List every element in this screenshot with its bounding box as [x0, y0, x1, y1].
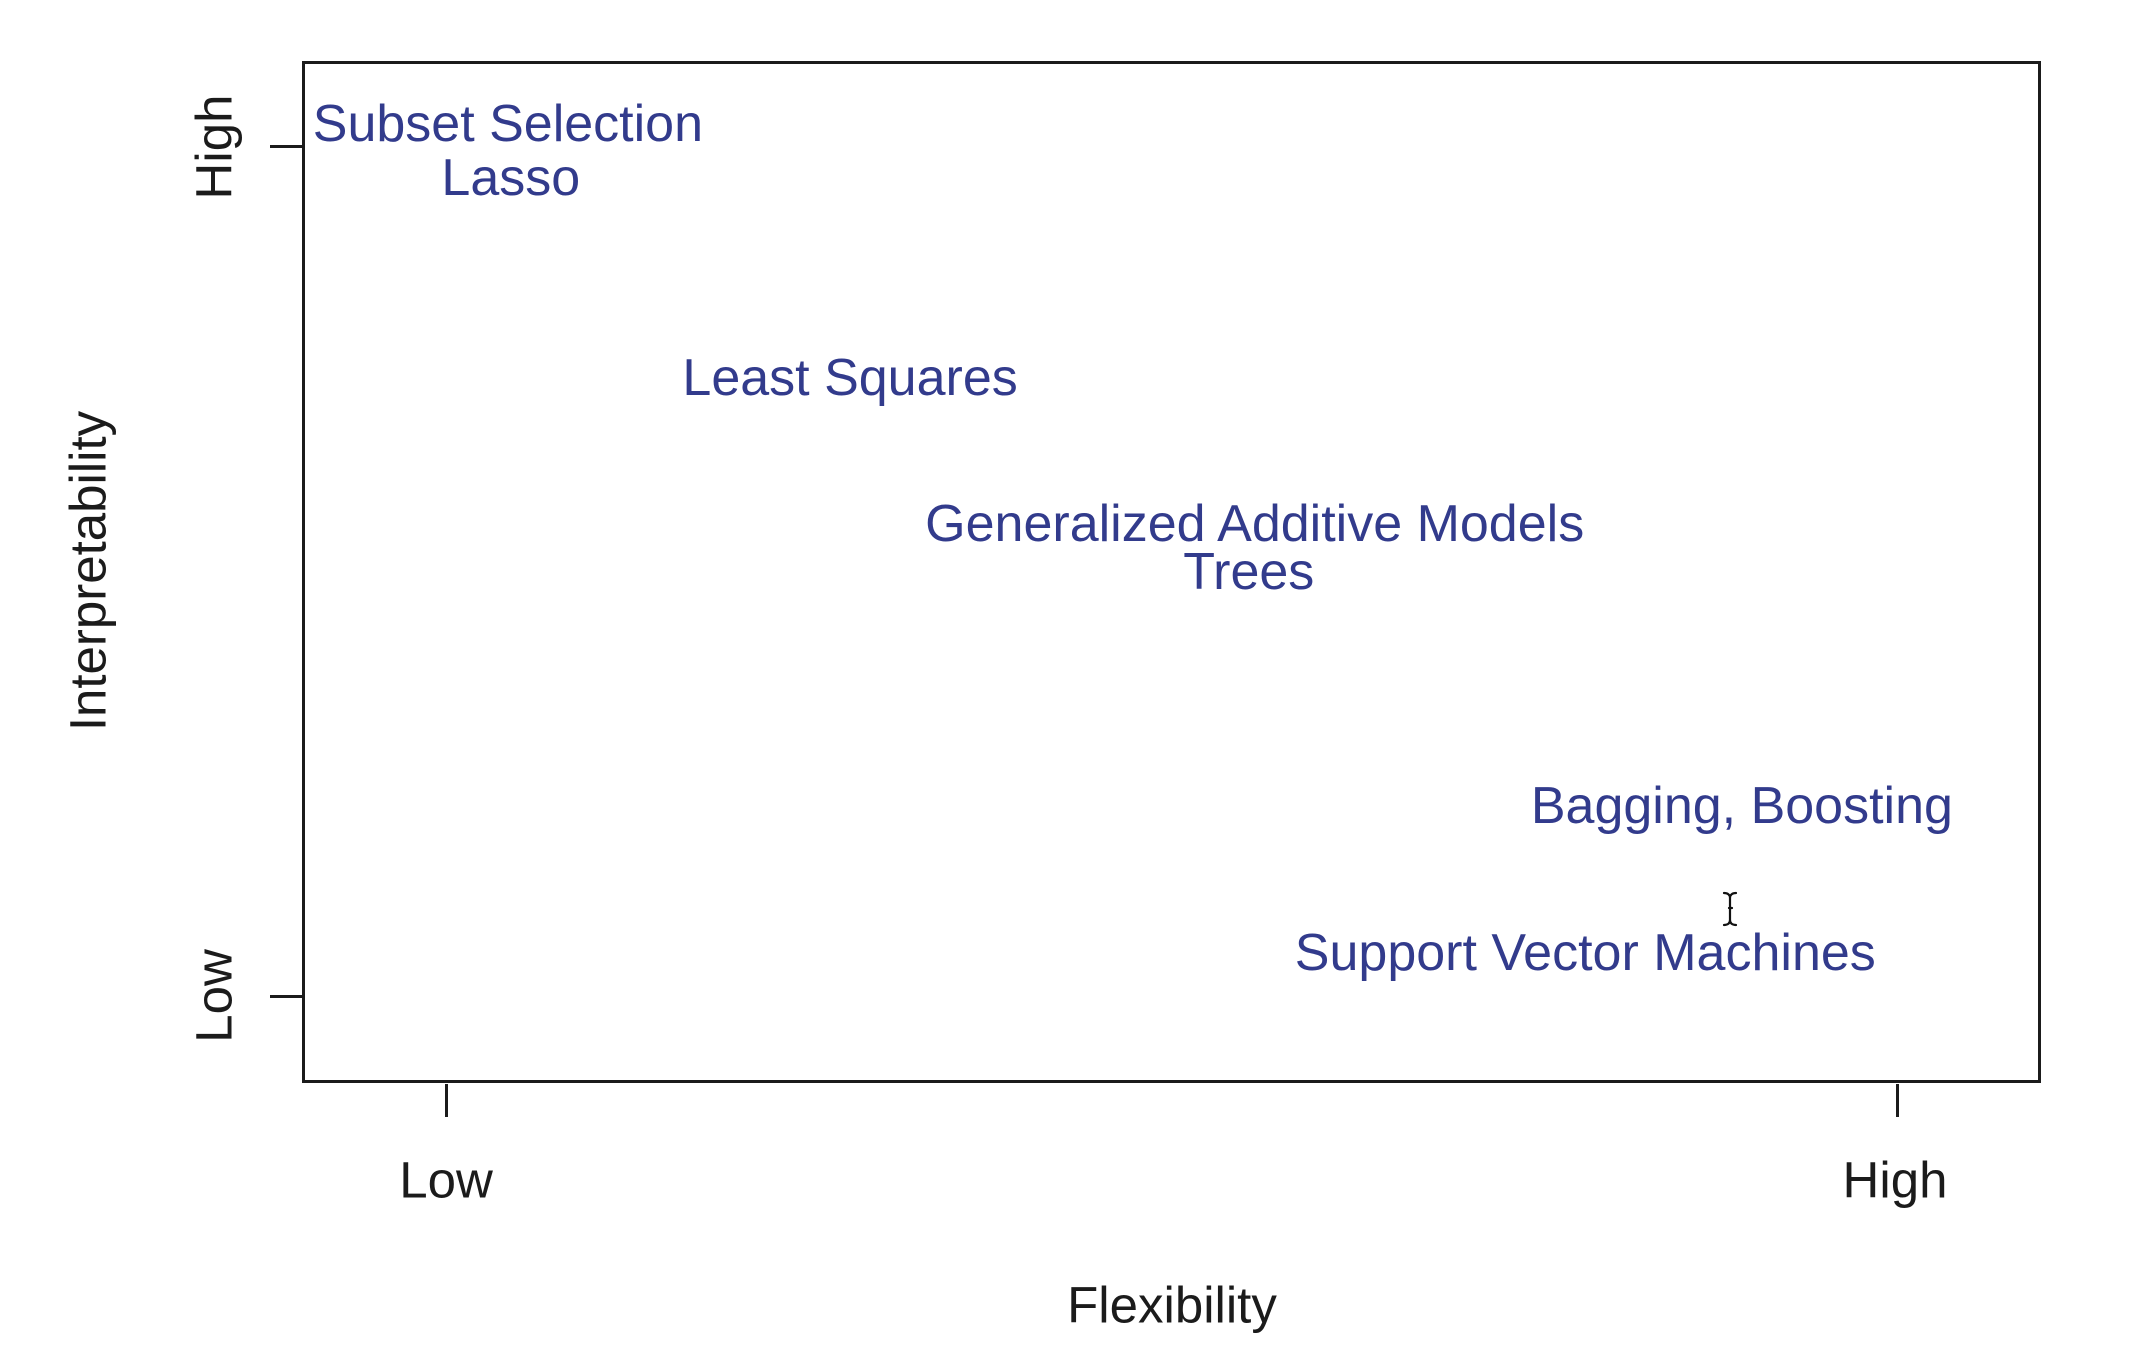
method-label: Subset Selection — [312, 95, 704, 154]
x-axis-tick-low — [445, 1084, 448, 1117]
text-cursor-icon — [1722, 891, 1738, 927]
y-axis-tick-low — [270, 995, 302, 998]
method-label: Support Vector Machines — [1294, 923, 1876, 982]
x-axis-title: Flexibility — [1067, 1276, 1277, 1334]
method-label: Bagging, Boosting — [1530, 776, 1953, 835]
method-label: Trees — [1183, 543, 1315, 601]
method-label: Lasso — [441, 148, 581, 207]
x-tick-label-low: Low — [399, 1151, 493, 1209]
method-label: Least Squares — [682, 349, 1018, 408]
method-label: Generalized Additive Models — [925, 495, 1585, 554]
x-axis-tick-high — [1896, 1084, 1899, 1117]
y-axis-tick-high — [270, 145, 302, 148]
x-tick-label-high: High — [1842, 1151, 1948, 1209]
plot-area — [302, 61, 2041, 1083]
